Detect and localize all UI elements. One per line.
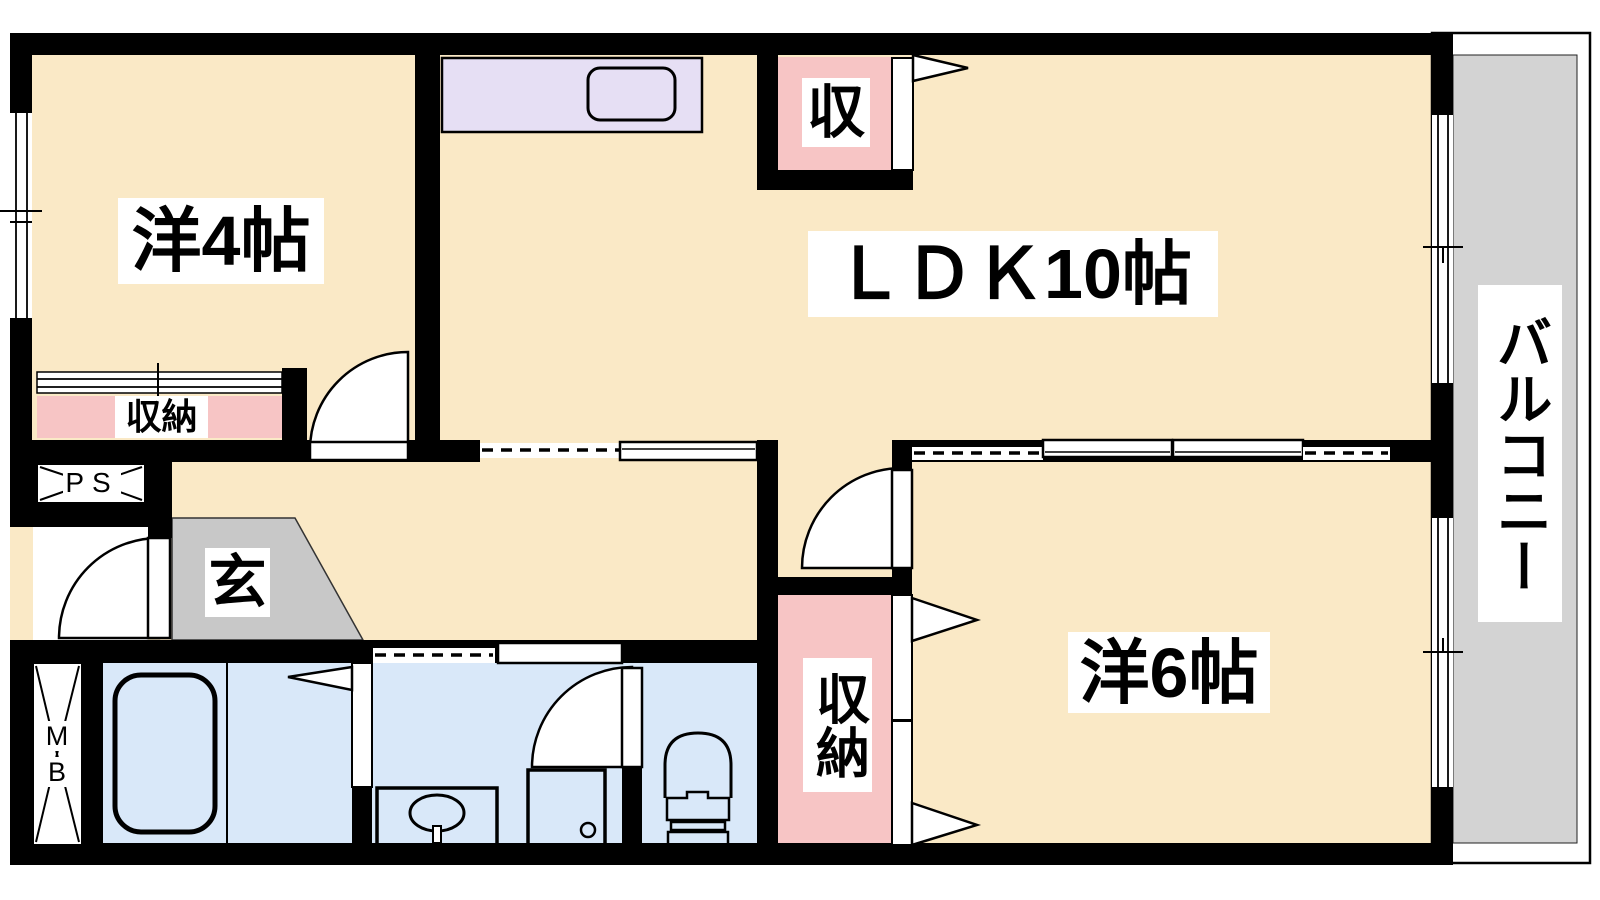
wall-segment	[757, 440, 778, 845]
sliding-door-closet-west4	[36, 363, 283, 400]
wall-segment	[10, 843, 1453, 865]
wall-segment	[352, 787, 372, 845]
bathtub	[112, 672, 218, 835]
door-toilet	[530, 665, 644, 769]
genkan-label: 玄	[205, 548, 270, 617]
wall-segment	[757, 33, 778, 190]
balcony-label: バルコニー	[1478, 285, 1562, 622]
wall-segment	[82, 663, 103, 845]
hinged-doors	[57, 53, 982, 847]
meter-box-label: M B	[38, 718, 76, 790]
wall-segment	[32, 440, 480, 462]
wall-segment	[10, 640, 32, 865]
room-label-western4: 洋4帖	[118, 198, 324, 284]
room-label-ldk: ＬＤＫ10帖	[808, 231, 1218, 317]
door-closet-ldk	[891, 53, 969, 171]
washbasin	[375, 786, 499, 847]
closet-label-west4: 収納	[115, 396, 208, 438]
closet-label-west6: 収納	[803, 658, 872, 792]
door-entrance	[57, 536, 172, 640]
door-closet-west6	[891, 594, 982, 847]
sliding-door-washroom	[373, 641, 624, 665]
wall-segment	[415, 55, 440, 462]
window-west4-left	[0, 113, 42, 318]
sliding-door-ldk-hall	[480, 440, 759, 462]
door-bathroom	[287, 662, 373, 788]
window-ldk-right	[1423, 115, 1463, 383]
wall-segment	[10, 33, 1453, 55]
pipe-space-label: PS	[63, 467, 121, 498]
wall-segment	[148, 462, 172, 538]
wall-segment	[622, 767, 642, 845]
windows	[0, 113, 1463, 787]
wall-segment	[892, 568, 912, 595]
room-label-western6: 洋6帖	[1068, 632, 1270, 713]
sliding-doors	[36, 363, 1390, 665]
wall-segment	[757, 577, 912, 595]
wet-area-floor	[103, 663, 758, 845]
sliding-door-west6	[912, 438, 1390, 460]
window-west6-right	[1423, 518, 1463, 787]
kitchen-sink	[586, 66, 677, 122]
closet-label-ldk: 収	[802, 78, 870, 147]
fixtures	[112, 663, 733, 847]
toilet	[663, 731, 733, 847]
door-west6	[800, 466, 914, 570]
door-west4	[308, 350, 410, 462]
meter-box	[32, 662, 83, 846]
washing-machine	[526, 768, 607, 847]
wall-segment	[282, 368, 307, 440]
wall-segment	[757, 170, 913, 190]
